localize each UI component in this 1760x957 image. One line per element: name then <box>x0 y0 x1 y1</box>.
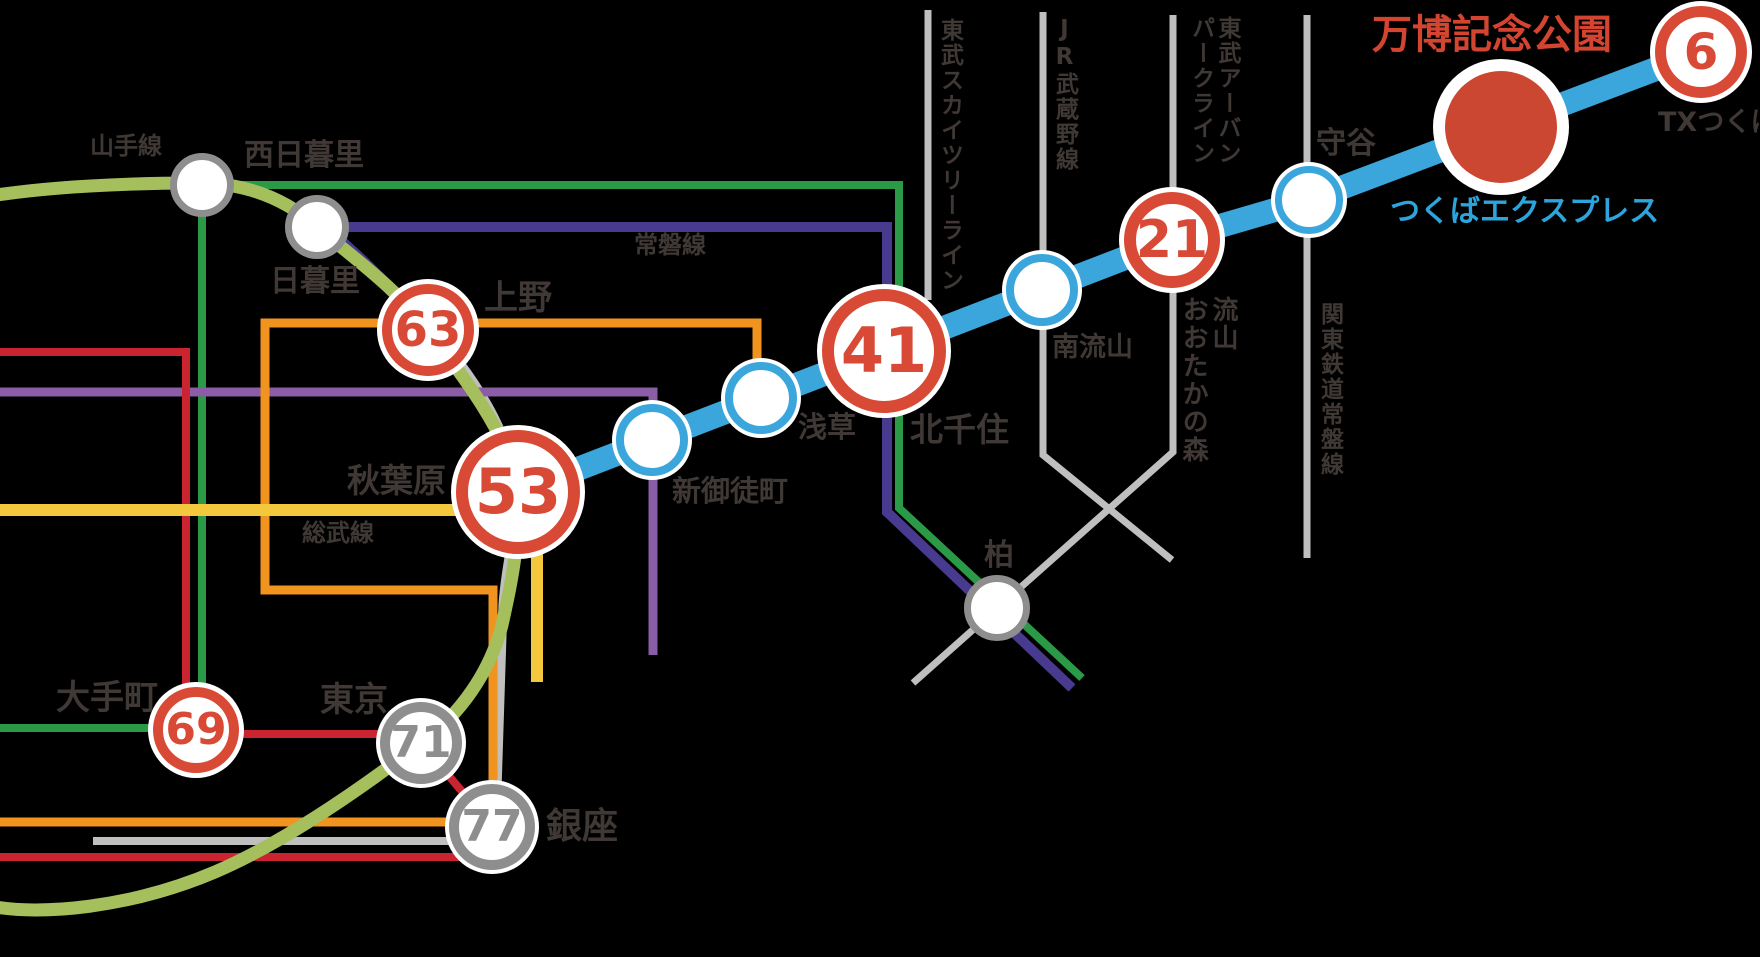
time-badge-tsukuba: 6 <box>1655 6 1747 98</box>
station-label-moriya: 守谷 <box>1316 126 1376 161</box>
tobu-urban-park-line2: パークライン <box>1187 16 1214 166</box>
line-label-sobu: 総武線 <box>302 519 374 547</box>
time-ueno: 63 <box>394 302 462 358</box>
station-node-nishi-nippori <box>170 153 234 217</box>
station-label-minami-nagareyama: 南流山 <box>1052 332 1133 363</box>
line-label-tobu-skytree: 東武スカイツリーライン <box>936 18 963 293</box>
time-badge-otakanomori: 21 <box>1124 192 1220 288</box>
station-node-minami-nagareyama <box>1006 254 1078 326</box>
station-label-otakanomori: 流山 おおたかの森 <box>1177 296 1238 464</box>
line-label-joban: 常磐線 <box>634 231 706 259</box>
station-label-ginza: 銀座 <box>546 806 619 847</box>
line-label-jr-musashino: JR武蔵野線 <box>1051 16 1078 172</box>
station-node-kashiwa <box>964 575 1030 641</box>
chiyoda-line-west <box>0 185 206 732</box>
station-node-moriya <box>1275 166 1343 234</box>
station-label-akihabara: 秋葉原 <box>347 461 446 500</box>
otakanomori-line2: おおたかの森 <box>1178 296 1209 464</box>
station-node-banpaku-highlight <box>1445 71 1557 183</box>
tobu-urban-park-line1: 東武アーバン <box>1214 16 1240 166</box>
station-label-kita-senju: 北千住 <box>910 410 1009 449</box>
marunouchi-line-north <box>0 348 190 730</box>
station-node-shin-okachimachi <box>616 404 688 476</box>
time-otemachi: 69 <box>165 704 227 755</box>
time-tsukuba: 6 <box>1683 23 1719 81</box>
station-label-otemachi: 大手町 <box>56 678 158 718</box>
station-label-asakusa: 浅草 <box>798 410 857 444</box>
ginza-line <box>0 318 762 827</box>
time-badge-ginza: 77 <box>449 784 535 870</box>
line-label-kanto-railway: 関東鉄道常盤線 <box>1316 302 1343 477</box>
time-tokyo: 71 <box>390 717 452 768</box>
time-badge-akihabara: 53 <box>456 430 580 554</box>
station-label-tokyo: 東京 <box>320 680 388 720</box>
time-badge-otemachi: 69 <box>153 687 239 773</box>
otakanomori-line1: 流山 <box>1208 296 1238 352</box>
station-label-tsukuba: TXつくば <box>1658 107 1760 138</box>
time-badge-kita-senju: 41 <box>822 289 946 413</box>
jr-musashino-line <box>1039 12 1175 563</box>
time-badge-ueno: 63 <box>382 284 474 376</box>
line-label-tsukuba-express: つくばエクスプレス <box>1390 194 1660 229</box>
station-label-ueno: 上野 <box>484 278 552 318</box>
station-label-kashiwa: 柏 <box>984 538 1014 573</box>
time-kita-senju: 41 <box>840 314 928 387</box>
station-node-asakusa <box>725 362 797 434</box>
oedo-line <box>0 387 658 655</box>
time-otakanomori: 21 <box>1135 210 1209 270</box>
station-label-nippori: 日暮里 <box>270 264 360 299</box>
time-akihabara: 53 <box>474 455 562 528</box>
station-label-nishi-nippori: 西日暮里 <box>244 138 364 173</box>
station-label-shin-okachimachi: 新御徒町 <box>672 474 789 508</box>
line-label-yamanote: 山手線 <box>90 132 162 160</box>
station-label-banpaku: 万博記念公園 <box>1372 12 1612 58</box>
station-node-nippori <box>285 195 349 259</box>
time-ginza: 77 <box>461 801 523 852</box>
line-label-tobu-urban-park: 東武アーバン パークライン <box>1187 16 1240 166</box>
time-badge-tokyo: 71 <box>380 702 462 784</box>
